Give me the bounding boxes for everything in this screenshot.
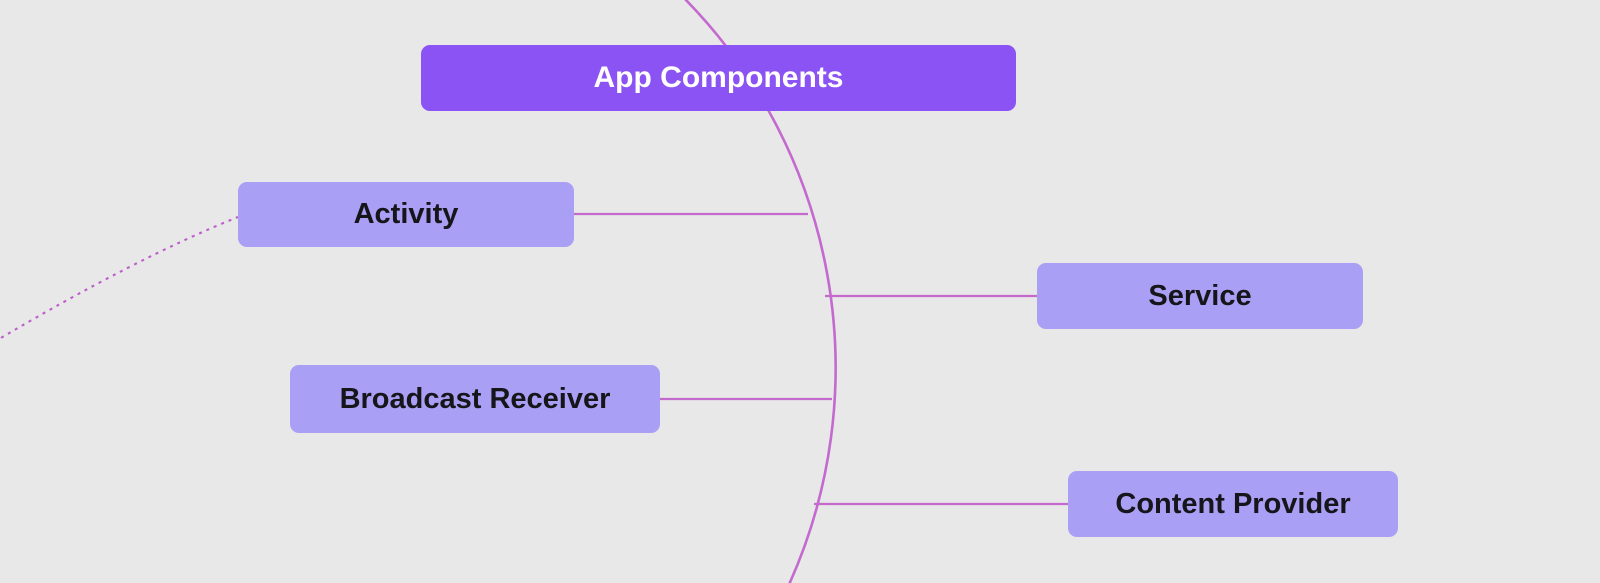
node-app-components-label: App Components	[593, 61, 844, 94]
node-content-provider-label: Content Provider	[1115, 487, 1351, 520]
node-service[interactable]: Service	[1037, 263, 1363, 329]
node-content-provider[interactable]: Content Provider	[1068, 471, 1398, 537]
dotted-connector	[0, 216, 239, 340]
node-broadcast-receiver-label: Broadcast Receiver	[339, 382, 611, 415]
node-activity[interactable]: Activity	[238, 182, 574, 247]
node-service-label: Service	[1148, 279, 1252, 312]
node-app-components[interactable]: App Components	[421, 45, 1016, 111]
node-activity-label: Activity	[353, 198, 459, 230]
node-broadcast-receiver[interactable]: Broadcast Receiver	[290, 365, 660, 433]
